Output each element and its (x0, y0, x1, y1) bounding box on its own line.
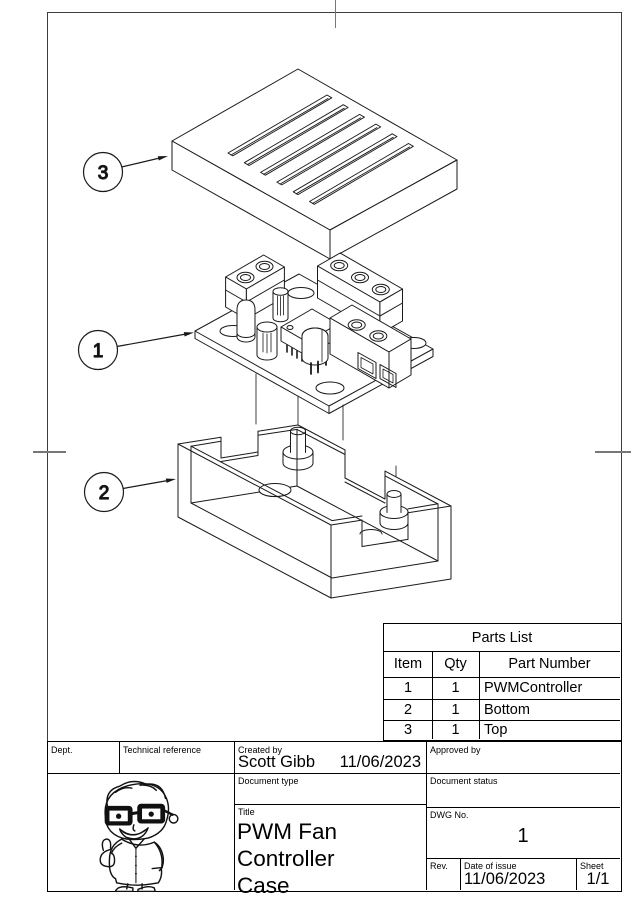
date-of-issue-label: Date of issue (464, 861, 517, 871)
divider (234, 804, 427, 806)
table-cell-qty: 1 (451, 701, 460, 718)
dept-label: Dept. (51, 745, 73, 755)
table-cell-part-number: Top (484, 721, 508, 738)
column-header-part-number: Part Number (508, 656, 591, 672)
part-bottom-case (177, 424, 452, 599)
dwg-no-value: 1 (517, 825, 529, 847)
divider (576, 858, 578, 890)
sheet-label: Sheet (580, 861, 604, 871)
boss-standoff-1 (282, 426, 314, 471)
divider (384, 699, 620, 701)
table-cell-item: 2 (403, 701, 413, 718)
sheet-value: 1/1 (586, 870, 610, 888)
rev-label: Rev. (430, 861, 448, 871)
divider (384, 651, 620, 653)
capacitor-small (272, 287, 289, 323)
table-cell-item: 3 (403, 721, 413, 738)
divider (384, 720, 620, 722)
table-cell-qty: 1 (451, 680, 460, 696)
divider (432, 651, 434, 739)
capacitor-large (256, 321, 278, 361)
table-cell-item: 1 (403, 680, 413, 696)
approved-by-label: Approved by (430, 745, 481, 755)
technical-reference-label: Technical reference (123, 745, 202, 755)
part-pwm-controller-pcb (194, 252, 434, 414)
table-cell-part-number: Bottom (484, 701, 530, 718)
title-label: Title (238, 807, 255, 817)
drawing-title-line2: Controller (237, 846, 335, 871)
parts-list-title: Parts List (471, 629, 533, 646)
document-type-label: Document type (238, 776, 299, 786)
part-top-lid (171, 68, 458, 260)
balloon-2: 2 (83, 471, 176, 513)
terminal-block-2pin-front (329, 304, 412, 389)
center-mark-left (33, 451, 66, 453)
created-by-value: Scott Gibb (238, 753, 316, 771)
vent-slots (227, 94, 414, 205)
table-cell-qty: 1 (451, 721, 460, 738)
column-header-item: Item (393, 656, 423, 672)
dwg-no-label: DWG No. (430, 810, 469, 820)
balloon-3: 3 (82, 151, 168, 193)
parts-list-table: Parts List Item Qty Part Number 1 1 PWMC… (383, 623, 622, 741)
center-mark-top (334, 0, 337, 28)
drawing-title: PWM Fan Controller Case (237, 818, 425, 899)
created-date-value: 11/06/2023 (339, 753, 421, 771)
balloon-1-number: 1 (93, 341, 104, 362)
column-header-qty: Qty (444, 656, 467, 672)
divider (426, 742, 428, 890)
divider (426, 807, 620, 809)
drawing-title-line1: PWM Fan (237, 819, 338, 844)
document-status-label: Document status (430, 776, 498, 786)
balloon-2-number: 2 (99, 483, 110, 504)
divider (119, 742, 121, 773)
balloon-callouts: 3 1 2 (77, 151, 194, 513)
divider (426, 858, 620, 860)
divider (479, 651, 481, 739)
center-mark-right (595, 451, 631, 453)
boss-standoff-2 (379, 490, 409, 530)
divider (384, 677, 620, 679)
created-by-label: Created by (238, 745, 283, 755)
balloon-1: 1 (77, 329, 194, 371)
divider (234, 742, 236, 890)
divider (48, 773, 620, 775)
date-of-issue-value: 11/06/2023 (464, 870, 546, 888)
led (236, 299, 256, 343)
transistor (301, 327, 329, 375)
drawing-title-line3: Case (237, 873, 290, 898)
divider (460, 858, 462, 890)
table-cell-part-number: PWMController (484, 680, 583, 696)
mascot-cartoon (99, 780, 179, 892)
balloon-3-number: 3 (98, 163, 109, 184)
title-block: Dept. Technical reference Created by Sco… (47, 741, 622, 898)
